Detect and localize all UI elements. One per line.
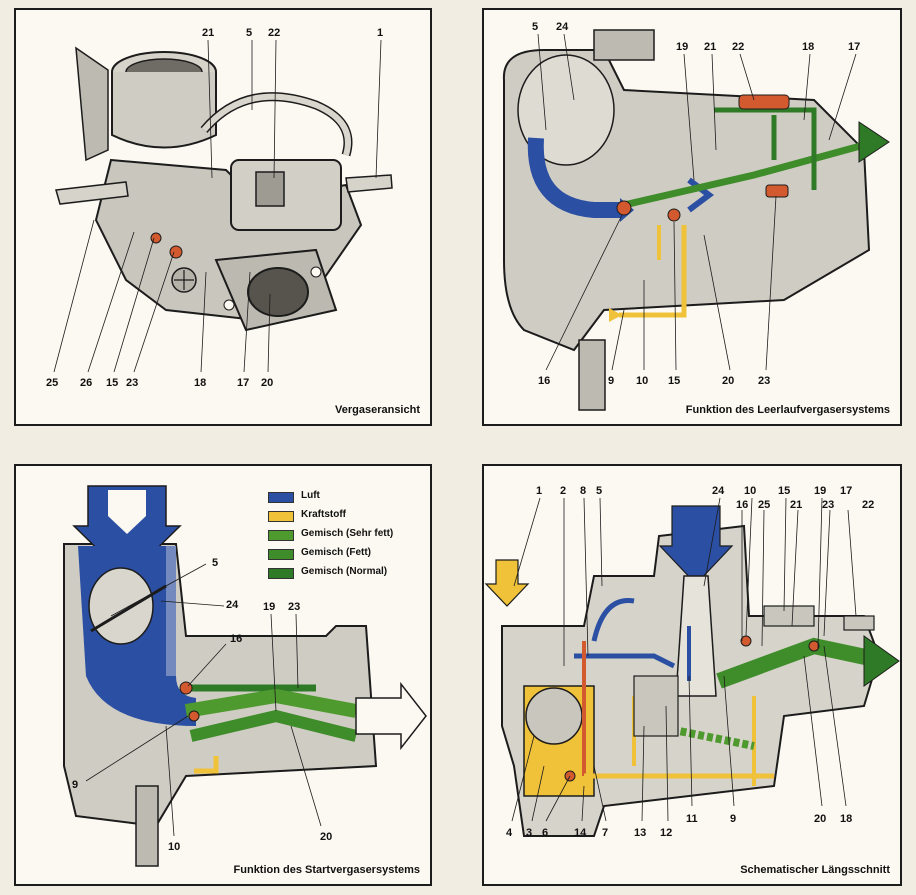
callout-label: 5 bbox=[212, 557, 218, 569]
callout-label: 8 bbox=[580, 485, 586, 497]
callout-label: 20 bbox=[261, 377, 273, 389]
callout-label: 21 bbox=[704, 41, 716, 53]
callout-label: 24 bbox=[712, 485, 725, 497]
idle-system-illustration: 5 24 19 21 22 18 17 16 9 10 15 20 23 bbox=[502, 21, 890, 411]
callout-label: 6 bbox=[542, 827, 548, 839]
callout-label: 22 bbox=[862, 499, 874, 511]
callout-label: 5 bbox=[532, 21, 538, 33]
callout-label: 7 bbox=[602, 827, 608, 839]
callout-label: 22 bbox=[732, 41, 744, 53]
panel-caption: Funktion des Startvergasersystems bbox=[233, 864, 420, 876]
panel-idle-system: 5 24 19 21 22 18 17 16 9 10 15 20 23 Fun… bbox=[482, 8, 902, 426]
callout-label: 5 bbox=[596, 485, 602, 497]
callout-label: 18 bbox=[194, 377, 206, 389]
callout-label: 17 bbox=[840, 485, 852, 497]
longitudinal-section-illustration: 1 2 8 5 24 10 16 25 15 21 19 23 17 22 4 … bbox=[484, 485, 900, 839]
callout-label: 23 bbox=[288, 601, 300, 613]
callout-label: 14 bbox=[574, 827, 587, 839]
callout-label: 19 bbox=[676, 41, 688, 53]
callout-label: 11 bbox=[686, 813, 698, 825]
callout-label: 1 bbox=[377, 27, 383, 39]
legend-label: Luft bbox=[301, 490, 320, 501]
callout-label: 20 bbox=[814, 813, 826, 825]
callout-label: 25 bbox=[758, 499, 770, 511]
callout-label: 12 bbox=[660, 827, 672, 839]
callout-label: 13 bbox=[634, 827, 646, 839]
callout-label: 9 bbox=[72, 779, 78, 791]
callout-label: 16 bbox=[538, 375, 550, 387]
callout-label: 15 bbox=[778, 485, 790, 497]
callout-label: 1 bbox=[536, 485, 542, 497]
callout-label: 18 bbox=[802, 41, 814, 53]
callout-label: 20 bbox=[320, 831, 332, 843]
legend-swatch bbox=[268, 549, 294, 560]
callout-label: 21 bbox=[790, 499, 802, 511]
legend-swatch bbox=[268, 530, 294, 541]
legend-label: Gemisch (Fett) bbox=[301, 547, 372, 558]
callout-label: 9 bbox=[608, 375, 614, 387]
callout-label: 26 bbox=[80, 377, 92, 389]
callout-label: 24 bbox=[226, 599, 239, 611]
callout-label: 3 bbox=[526, 827, 532, 839]
callout-label: 21 bbox=[202, 27, 214, 39]
callout-label: 22 bbox=[268, 27, 280, 39]
panel-caption: Funktion des Leerlaufvergasersystems bbox=[685, 404, 890, 416]
legend-label: Gemisch (Normal) bbox=[301, 566, 388, 577]
legend-swatch bbox=[268, 492, 294, 503]
panel-caption: Schematischer Längsschnitt bbox=[740, 864, 890, 876]
callout-label: 20 bbox=[722, 375, 734, 387]
callout-label: 10 bbox=[636, 375, 648, 387]
legend-label: Kraftstoff bbox=[301, 509, 346, 520]
callout-label: 4 bbox=[506, 827, 513, 839]
callout-label: 15 bbox=[668, 375, 680, 387]
legend-swatch bbox=[268, 568, 294, 579]
callout-label: 23 bbox=[758, 375, 770, 387]
callout-label: 24 bbox=[556, 21, 569, 33]
legend-label: Gemisch (Sehr fett) bbox=[301, 528, 394, 539]
callout-label: 5 bbox=[246, 27, 252, 39]
panel-carburetor-view: 21 5 22 1 25 26 15 23 18 17 20 Vergasera… bbox=[14, 8, 432, 426]
callout-label: 17 bbox=[848, 41, 860, 53]
callout-label: 9 bbox=[730, 813, 736, 825]
callout-label: 17 bbox=[237, 377, 249, 389]
callout-label: 18 bbox=[840, 813, 852, 825]
callout-label: 23 bbox=[822, 499, 834, 511]
panel-longitudinal-section: 1 2 8 5 24 10 16 25 15 21 19 23 17 22 4 … bbox=[482, 464, 902, 886]
panel-caption: Vergaseransicht bbox=[335, 404, 420, 416]
callout-label: 16 bbox=[230, 633, 242, 645]
callout-label: 10 bbox=[744, 485, 756, 497]
callout-label: 2 bbox=[560, 485, 566, 497]
callout-label: 15 bbox=[106, 377, 118, 389]
callout-label: 19 bbox=[814, 485, 826, 497]
callout-label: 16 bbox=[736, 499, 748, 511]
legend-swatch bbox=[268, 511, 294, 522]
carburetor-exterior-illustration: 21 5 22 1 25 26 15 23 18 17 20 bbox=[46, 27, 393, 389]
callout-label: 23 bbox=[126, 377, 138, 389]
callout-label: 19 bbox=[263, 601, 275, 613]
callout-label: 10 bbox=[168, 841, 180, 853]
panel-start-system: 5 24 16 19 23 9 10 20 Luft Kraftstoff Ge… bbox=[14, 464, 432, 886]
start-system-illustration: 5 24 16 19 23 9 10 20 bbox=[63, 485, 427, 867]
callout-label: 25 bbox=[46, 377, 58, 389]
